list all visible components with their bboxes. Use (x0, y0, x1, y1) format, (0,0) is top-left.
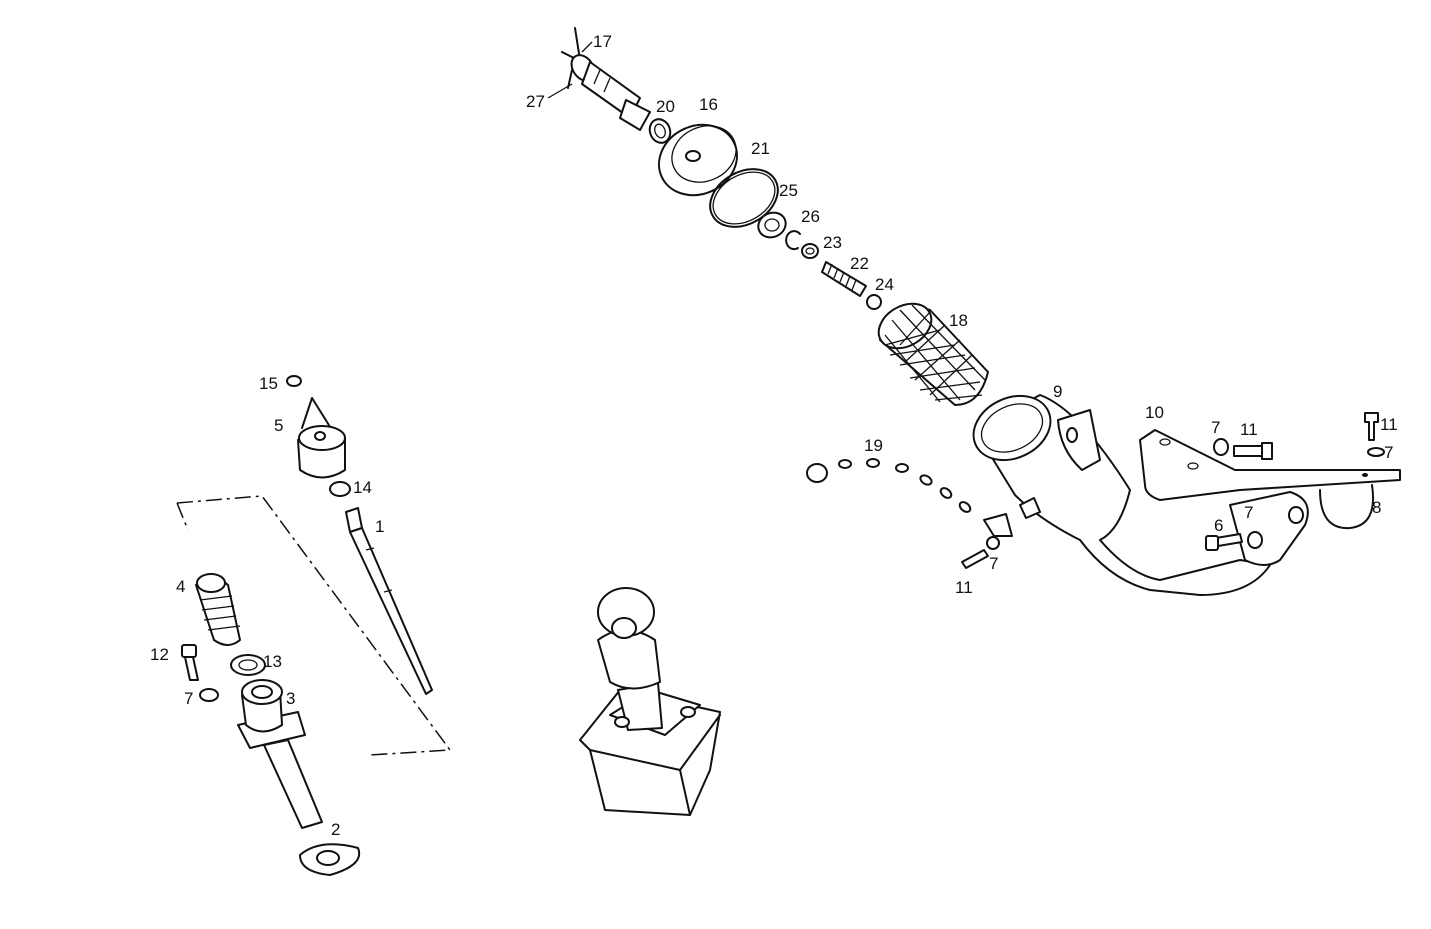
part-10-bracket (1139, 429, 1401, 501)
part-1-dipstick (345, 507, 433, 695)
callout-15: 15 (259, 374, 278, 393)
callout-7-clamp: 7 (1244, 503, 1253, 522)
callout-5: 5 (274, 416, 283, 435)
assembly-bracket-line (176, 495, 452, 756)
callout-8: 8 (1372, 498, 1381, 517)
washer-7-chain (986, 536, 1000, 550)
callout-10: 10 (1145, 403, 1164, 422)
leader-lines (547, 41, 593, 99)
part-17-wing-bolt (561, 27, 651, 131)
callout-2: 2 (331, 820, 340, 839)
part-7-washer-left (199, 688, 219, 702)
callout-labels: 17 27 20 16 21 25 26 23 22 24 18 9 10 7 … (150, 32, 1398, 839)
callout-11-upper: 11 (1380, 415, 1398, 434)
callout-11-chain: 11 (955, 578, 973, 597)
part-8-clamp (1319, 484, 1374, 530)
part-12-bolt (181, 644, 199, 681)
callout-22: 22 (850, 254, 869, 273)
part-4-breather (195, 573, 241, 646)
callout-23: 23 (823, 233, 842, 252)
callout-26: 26 (801, 207, 820, 226)
callout-13: 13 (263, 652, 282, 671)
bolt-6 (1205, 533, 1243, 551)
callout-7-chain: 7 (989, 554, 998, 573)
callout-17: 17 (593, 32, 612, 51)
callout-24: 24 (875, 275, 894, 294)
tank-neck (579, 587, 721, 816)
dipstick-assembly (176, 375, 452, 876)
part-15-ring (286, 375, 302, 387)
callout-12: 12 (150, 645, 169, 664)
washer-7-clamp (1247, 531, 1263, 549)
callout-20: 20 (656, 97, 675, 116)
part-16-cap (658, 123, 738, 197)
part-9-filler-neck (972, 394, 1271, 596)
part-13-washer (230, 654, 266, 676)
bolt-11-upper (1364, 412, 1379, 441)
part-26-clip (785, 230, 801, 251)
bolt-11-chain (961, 549, 989, 569)
part-22-stud (821, 261, 867, 297)
part-19-chain (806, 458, 1013, 537)
callout-27: 27 (526, 92, 545, 111)
part-3-tube (237, 679, 323, 829)
callout-21: 21 (751, 139, 770, 158)
part-21-o-ring (709, 168, 779, 228)
callout-6: 6 (1214, 516, 1223, 535)
filler-neck-assembly (806, 394, 1401, 596)
callout-18: 18 (949, 311, 968, 330)
callout-19: 19 (864, 436, 883, 455)
callout-7-left: 7 (184, 689, 193, 708)
part-23-nut (801, 243, 819, 259)
callout-4: 4 (176, 577, 185, 596)
washer-7-upper (1367, 447, 1385, 457)
callout-1: 1 (375, 517, 384, 536)
callout-25: 25 (779, 181, 798, 200)
callout-14: 14 (353, 478, 372, 497)
part-20-ring (648, 118, 672, 144)
callout-7-bracket: 7 (1211, 418, 1220, 437)
filler-cap-assembly (561, 27, 989, 406)
part-5-breather-cap (297, 397, 346, 479)
callout-3: 3 (286, 689, 295, 708)
part-14-washer (329, 481, 351, 497)
part-6-clamp-bracket (1229, 491, 1309, 566)
bolt-11-bracket (1233, 442, 1273, 460)
part-2-gasket (299, 843, 361, 876)
callout-7-upper: 7 (1384, 443, 1393, 462)
part-25-washer (757, 211, 787, 239)
part-24-washer (866, 294, 882, 310)
washer-7-bracket (1213, 438, 1229, 456)
callout-11-bracket: 11 (1240, 420, 1258, 439)
part-18-filter (877, 302, 989, 406)
callout-16: 16 (699, 95, 718, 114)
callout-9: 9 (1053, 382, 1062, 401)
